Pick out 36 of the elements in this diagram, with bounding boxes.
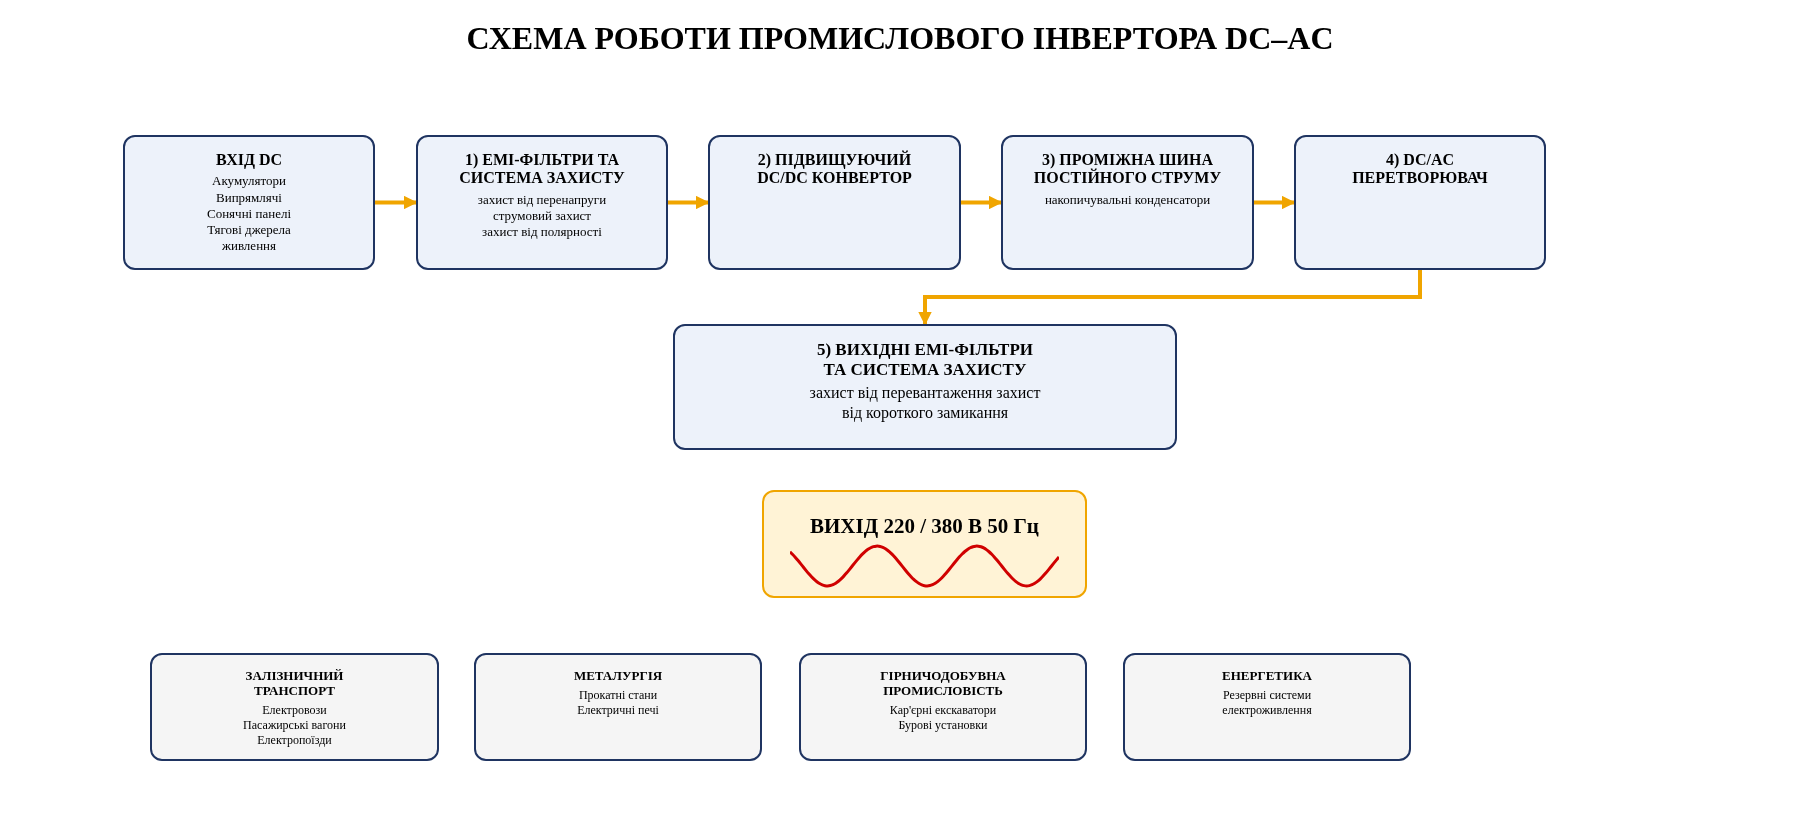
box-heading: 2) ПІДВИЩУЮЧИЙ DC/DC КОНВЕРТОР xyxy=(756,151,913,188)
box-description: Акумулятори Випрямлячі Сонячні панелі Тягові джерела живлення xyxy=(206,173,292,255)
box-description: Кар'єрні екскаватори Бурові установки xyxy=(888,702,998,733)
arrow xyxy=(1254,195,1296,210)
arrow xyxy=(961,195,1003,210)
box-heading: 5) ВИХІДНІ EMI-ФІЛЬТРИ ТА СИСТЕМА ЗАХИСТУ xyxy=(815,340,1035,380)
box-description: Резервні системи електроживлення xyxy=(1221,687,1313,718)
box-heading: 3) ПРОМІЖНА ШИНА ПОСТІЙНОГО СТРУМУ xyxy=(1032,151,1223,188)
box-description: Прокатні стани Електричні печі xyxy=(576,687,660,718)
process-box xyxy=(673,324,1177,450)
box-heading: ВХІД DC xyxy=(214,151,284,170)
application-box xyxy=(799,653,1087,761)
output-box xyxy=(762,490,1087,598)
process-box xyxy=(708,135,961,270)
diagram-title: СХЕМА РОБОТИ ПРОМИСЛОВОГО ІНВЕРТОРА DC–AC xyxy=(465,20,1335,57)
application-box xyxy=(474,653,762,761)
arrow xyxy=(668,195,710,210)
application-box xyxy=(1123,653,1411,761)
box-heading: 1) EMI-ФІЛЬТРИ ТА СИСТЕМА ЗАХИСТУ xyxy=(458,151,626,188)
box-description: захист від перевантаження захист від короткого замикання xyxy=(808,383,1042,424)
arrow xyxy=(375,195,418,210)
box-heading: ГІРНИЧОДОБУВНА ПРОМИСЛОВІСТЬ xyxy=(879,669,1007,699)
box-description: накопичувальні конденсатори xyxy=(1043,191,1212,209)
box-description: Електровози Пасажирські вагони Електропоїзди xyxy=(242,702,347,748)
application-box xyxy=(150,653,439,761)
box-heading: ЗАЛІЗНИЧНИЙ ТРАНСПОРТ xyxy=(244,669,345,699)
arrow xyxy=(918,270,1422,326)
box-heading: МЕТАЛУРГІЯ xyxy=(572,669,664,684)
process-box xyxy=(123,135,375,270)
process-box xyxy=(416,135,668,270)
process-box xyxy=(1294,135,1546,270)
box-heading: 4) DC/AC ПЕРЕТВОРЮВАЧ xyxy=(1351,151,1489,188)
process-box xyxy=(1001,135,1254,270)
box-heading: ВИХІД 220 / 380 В 50 Гц xyxy=(809,514,1040,539)
box-description: захист від перенапруги струмовий захист захист від полярності xyxy=(477,191,607,241)
box-heading: ЕНЕРГЕТИКА xyxy=(1221,669,1313,684)
